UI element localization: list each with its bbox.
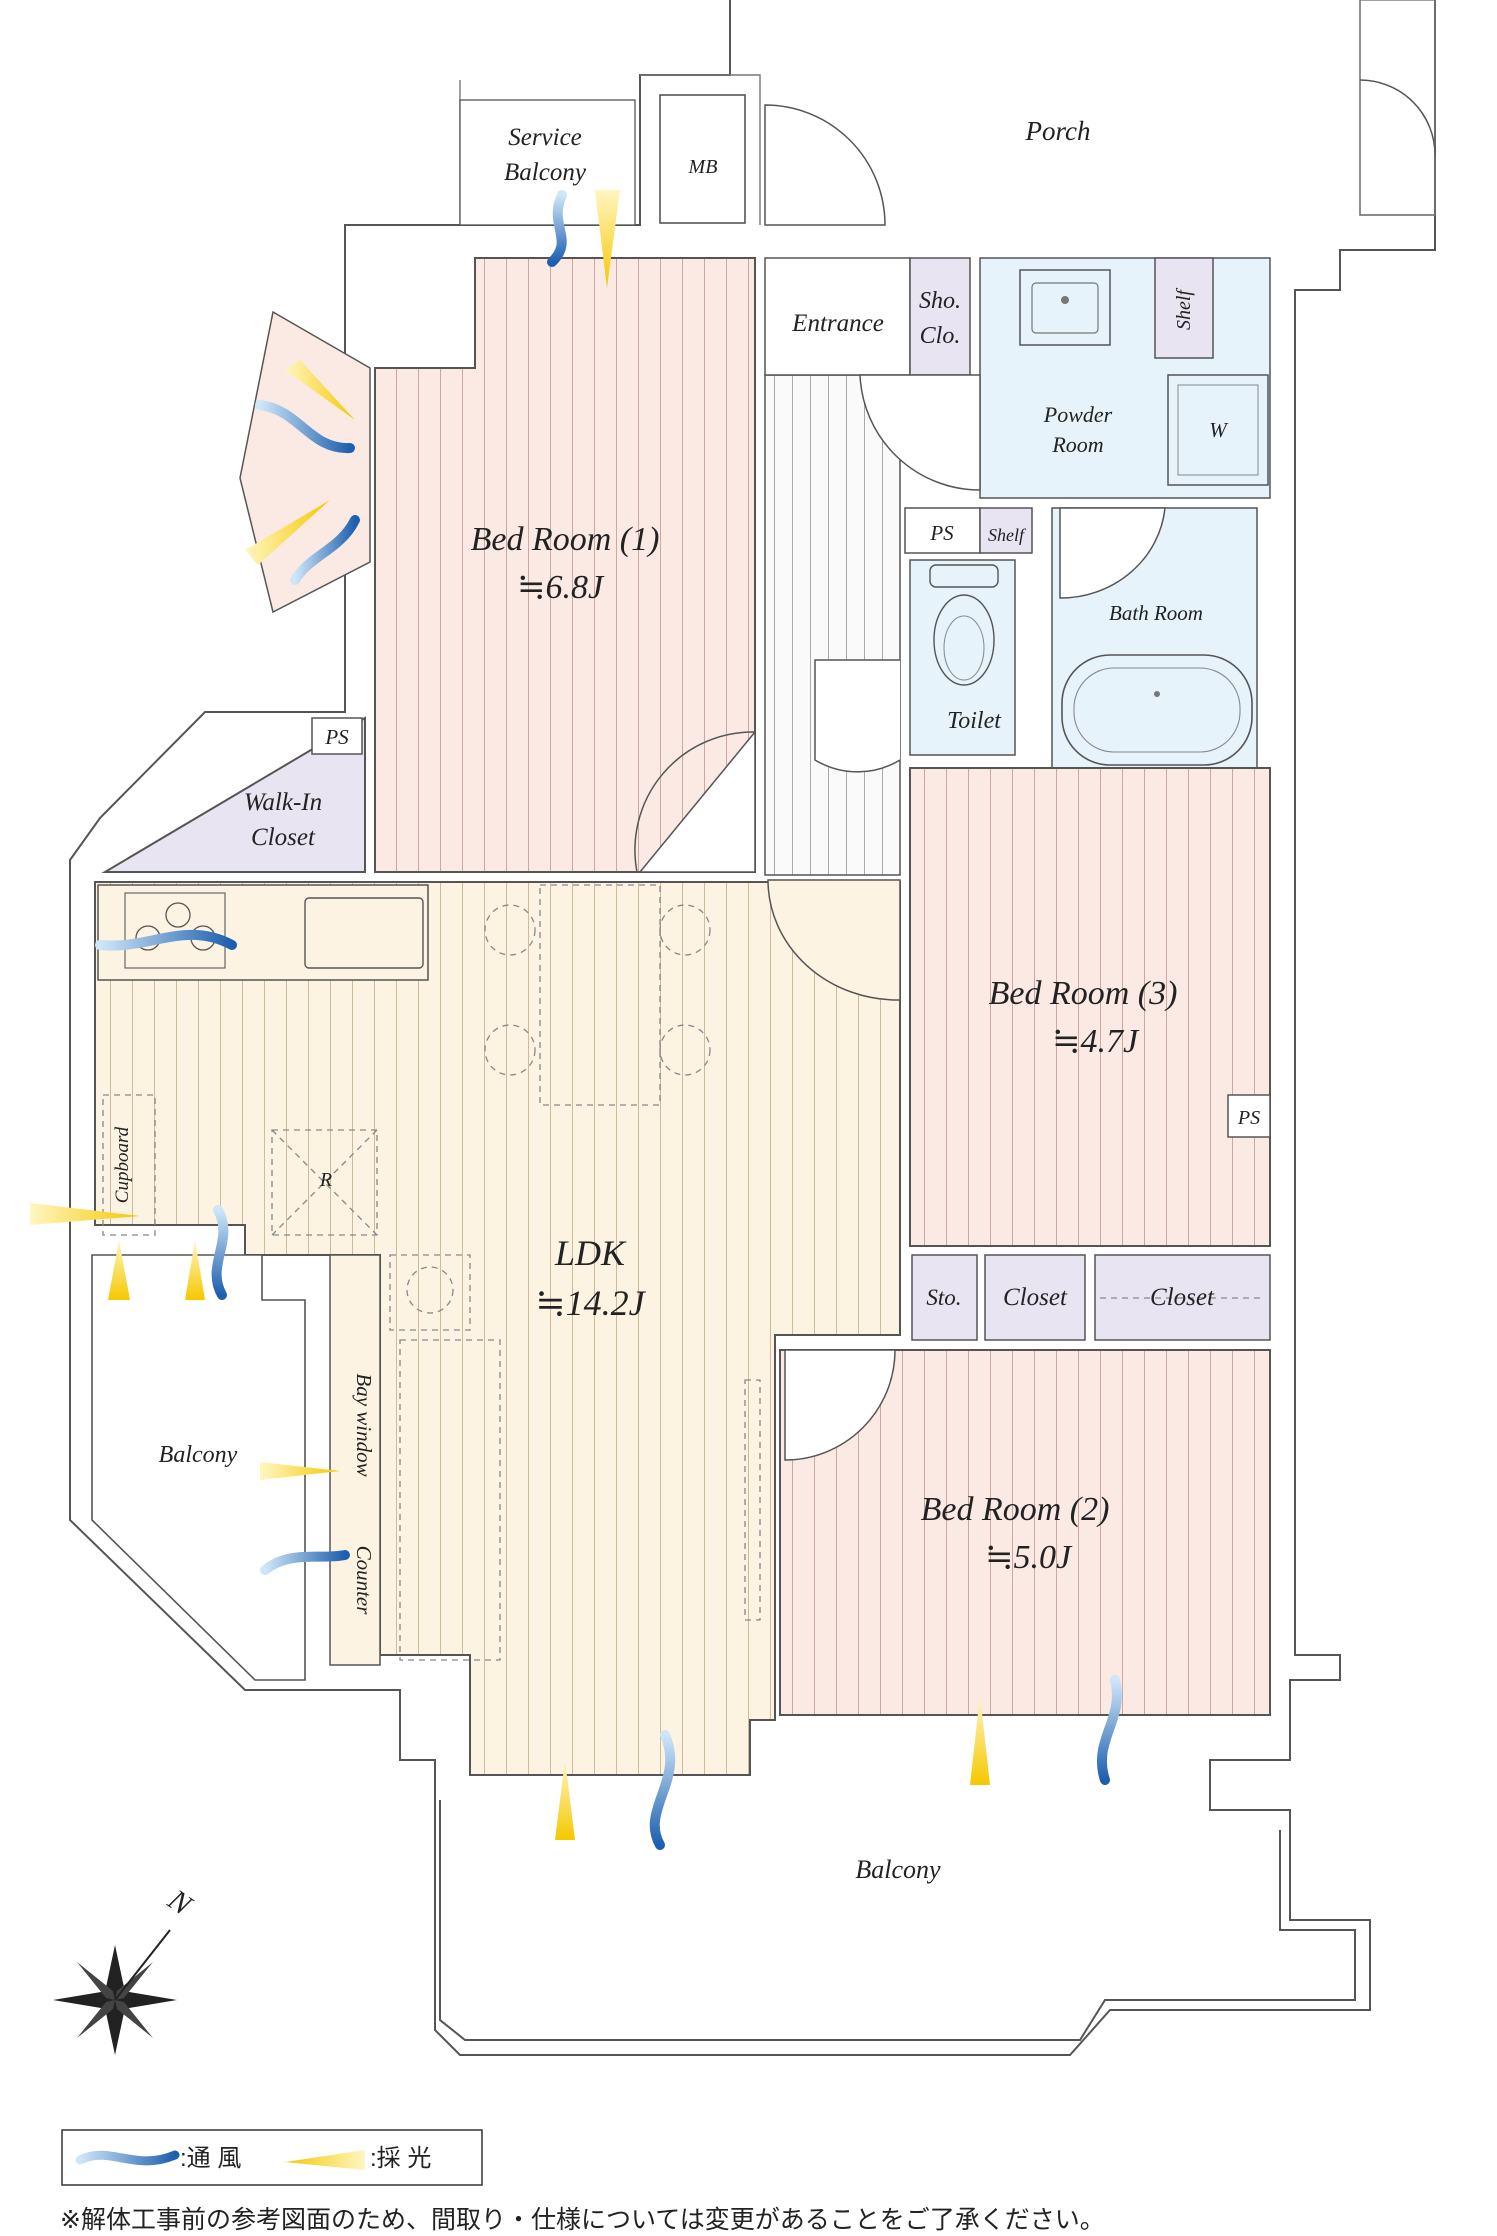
disclaimer-note: ※解体工事前の参考図面のため、間取り・仕様については変更があることをご了承くださ… [60,2205,1105,2234]
label-ldk-size: ≒14.2J [535,1283,646,1323]
sofa [399,1339,501,1661]
compass-icon [53,1929,177,2055]
kitchen-counter [97,884,429,981]
dining-table [484,884,711,1106]
label-fridge: R [319,1169,332,1191]
shoe-closet [909,257,971,376]
label-walkin-2: Closet [251,824,316,851]
label-storage: Sto. [926,1285,961,1310]
label-bay-window: Bay window [352,1373,376,1476]
label-shoe-closet-1: Sho. [919,288,961,314]
label-shelf-toilet: Shelf [988,525,1027,545]
label-shoe-closet-2: Clo. [920,323,961,349]
label-ldk: LDK [554,1233,627,1273]
bathtub-icon [1061,654,1253,766]
sink-icon [304,897,424,969]
label-bedroom-2: Bed Room (2) [921,1491,1110,1528]
label-cupboard: Cupboard [112,1126,133,1203]
compass-north-label: N [161,1883,199,1923]
light-arrow-icon [30,190,990,1840]
label-ps-bed3: PS [1237,1107,1260,1129]
label-mb: MB [688,156,718,178]
toilet-icon [929,564,999,686]
bedroom-1-floor [374,257,756,873]
label-closet-a: Closet [1003,1284,1068,1311]
legend-daylight-label: :採 光 [370,2145,431,2172]
balcony-west [91,1254,306,1681]
label-powder-room-1: Powder [1043,402,1113,427]
label-bay-counter: Counter [352,1546,376,1616]
label-walkin-1: Walk-In [244,789,322,816]
bedroom-3-floor [909,767,1271,1247]
label-ps-walkin: PS [324,725,349,749]
label-service-balcony-1: Service [508,124,582,151]
label-porch: Porch [1025,116,1091,146]
label-toilet: Toilet [947,708,1002,734]
legend [61,2129,483,2186]
label-washer: W [1209,418,1229,442]
legend-ventilation-label: :通 風 [180,2145,241,2172]
entrance-area [764,257,911,376]
walk-in-closet [101,716,366,873]
ps-walkin-box [311,717,363,755]
label-balcony-south: Balcony [855,1855,941,1884]
wind-arrow-icon [95,190,1122,1850]
outer-walls [69,0,1436,2056]
label-bedroom-3: Bed Room (3) [989,975,1178,1012]
label-bedroom-3-size: ≒4.7J [1052,1023,1140,1060]
cupboard [102,1094,156,1236]
storage-closet [911,1254,978,1341]
label-service-balcony-2: Balcony [504,159,587,186]
label-bedroom-1-size: ≒6.8J [517,569,605,606]
toilet-room [909,559,1016,756]
mb-box [659,94,746,224]
label-bedroom-1: Bed Room (1) [471,521,660,558]
label-closet-b: Closet [1150,1284,1215,1311]
label-bedroom-2-size: ≒5.0J [985,1539,1073,1576]
bay-window-counter [329,1254,381,1666]
ps-bed3 [1227,1094,1271,1138]
powder-room-floor [979,257,1271,499]
label-shelf-top: Shelf [1173,288,1195,330]
fridge-space [271,1129,378,1236]
ldk-floor [94,881,901,1776]
label-entrance: Entrance [791,310,884,337]
label-balcony-west: Balcony [159,1442,238,1468]
label-powder-room-2: Room [1051,432,1103,457]
shelf-toilet [979,507,1033,554]
door-swings [634,79,1436,1461]
hallway-floor [764,374,901,876]
washbasin-icon [1019,269,1111,346]
washer-pan [1167,374,1269,486]
label-bath-room: Bath Room [1109,601,1203,625]
shelf-top [1154,257,1214,359]
closet-a [984,1254,1086,1341]
label-ps-toilet: PS [929,521,954,545]
